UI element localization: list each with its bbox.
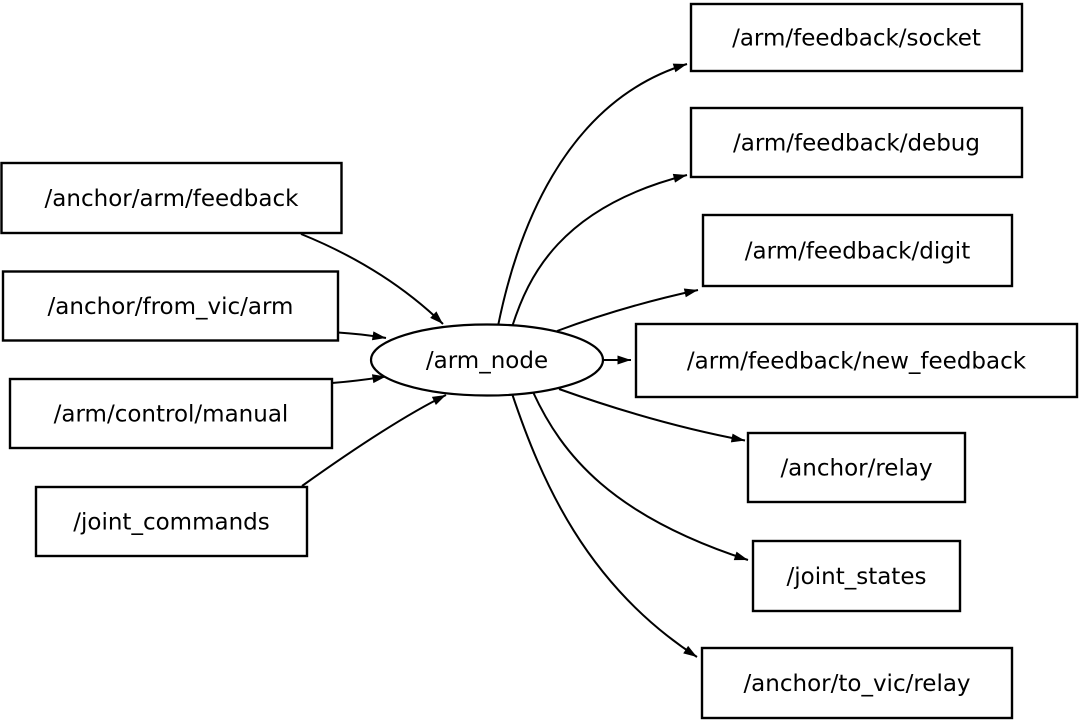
topic-box-joint-commands bbox=[34, 485, 309, 558]
topic-node-arm-feedback-socket: /arm/feedback/socket bbox=[689, 2, 1024, 73]
topic-node-anchor-relay: /anchor/relay bbox=[746, 431, 967, 504]
topic-node-anchor-to-vic-relay: /anchor/to_vic/relay bbox=[700, 646, 1014, 720]
edge-anchor-arm-feedback-to-arm-node bbox=[300, 233, 444, 325]
edge-arm-node-to-arm-feedback-socket bbox=[497, 63, 688, 327]
topic-box-anchor-to-vic-relay bbox=[700, 646, 1014, 720]
topic-box-anchor-from-vic-arm bbox=[1, 270, 340, 342]
edge-anchor-from-vic-arm-to-arm-node bbox=[337, 331, 387, 341]
topic-box-arm-feedback-new-feedback bbox=[634, 322, 1079, 399]
topic-node-anchor-arm-feedback: /anchor/arm/feedback bbox=[0, 161, 343, 235]
edge-arm-node-to-arm-feedback-debug bbox=[511, 173, 688, 328]
topic-label-arm-feedback-new-feedback: /arm/feedback/new_feedback bbox=[687, 349, 1027, 375]
topic-label-arm-feedback-digit: /arm/feedback/digit bbox=[745, 239, 970, 265]
topic-box-arm-feedback-digit bbox=[701, 213, 1014, 288]
topic-node-joint-commands: /joint_commands bbox=[34, 485, 309, 558]
topic-node-arm-control-manual: /arm/control/manual bbox=[8, 377, 334, 450]
topic-box-anchor-arm-feedback bbox=[0, 161, 343, 235]
edge-group-inputs bbox=[300, 233, 447, 487]
edge-arm-node-to-joint-states bbox=[532, 391, 749, 561]
topic-label-anchor-from-vic-arm: /anchor/from_vic/arm bbox=[48, 294, 294, 320]
topic-box-anchor-relay bbox=[746, 431, 967, 504]
edge-arm-node-to-anchor-relay bbox=[558, 388, 746, 443]
topic-node-anchor-from-vic-arm: /anchor/from_vic/arm bbox=[1, 270, 340, 342]
topic-node-joint-states: /joint_states bbox=[751, 539, 962, 613]
edge-arm-node-to-arm-feedback-digit bbox=[556, 288, 699, 332]
topic-box-arm-feedback-socket bbox=[689, 2, 1024, 73]
ros-node-label: /arm_node bbox=[426, 348, 548, 374]
edge-group-outputs bbox=[497, 63, 749, 658]
edge-arm-node-to-anchor-to-vic-relay bbox=[511, 393, 698, 658]
topic-node-arm-feedback-new-feedback: /arm/feedback/new_feedback bbox=[634, 322, 1079, 399]
edge-arm-control-manual-to-arm-node bbox=[331, 374, 387, 384]
topic-label-arm-control-manual: /arm/control/manual bbox=[54, 402, 289, 428]
topic-box-arm-control-manual bbox=[8, 377, 334, 450]
topic-label-joint-states: /joint_states bbox=[787, 564, 927, 590]
edge-joint-commands-to-arm-node bbox=[301, 394, 447, 487]
topic-label-arm-feedback-debug: /arm/feedback/debug bbox=[733, 131, 980, 157]
topic-label-joint-commands: /joint_commands bbox=[73, 510, 269, 536]
topic-label-anchor-to-vic-relay: /anchor/to_vic/relay bbox=[743, 671, 970, 697]
topic-node-arm-feedback-debug: /arm/feedback/debug bbox=[689, 106, 1024, 179]
topic-box-arm-feedback-debug bbox=[689, 106, 1024, 179]
ros-node-arm-node: /arm_node bbox=[369, 323, 605, 397]
topic-node-arm-feedback-digit: /arm/feedback/digit bbox=[701, 213, 1014, 288]
topic-label-anchor-arm-feedback: /anchor/arm/feedback bbox=[45, 186, 300, 212]
topic-label-anchor-relay: /anchor/relay bbox=[780, 456, 932, 482]
topic-label-arm-feedback-socket: /arm/feedback/socket bbox=[732, 26, 981, 52]
topic-box-joint-states bbox=[751, 539, 962, 613]
ros-node-ellipse bbox=[369, 323, 605, 397]
